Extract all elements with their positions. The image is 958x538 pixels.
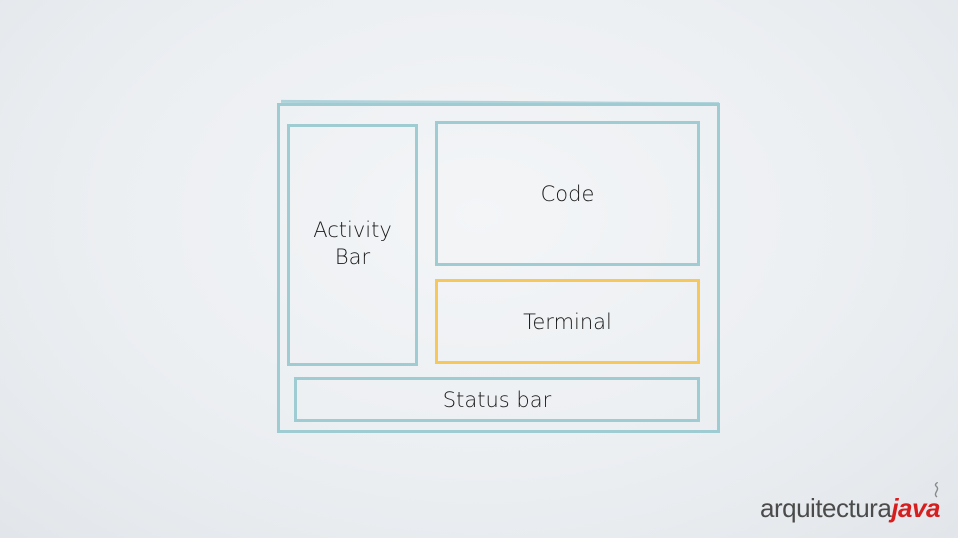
activity-bar-label-line1: Activity: [313, 218, 392, 242]
brand-logo-part2: java: [891, 493, 940, 523]
brand-logo: arquitecturajava: [760, 482, 955, 528]
window-frame: [277, 103, 720, 433]
activity-bar-label-line2: Bar: [334, 245, 371, 269]
activity-bar-label: Activity Bar: [287, 217, 418, 271]
terminal-label: Terminal: [523, 310, 612, 334]
status-bar-label: Status bar: [442, 388, 552, 412]
code-label: Code: [540, 182, 595, 206]
code-region: [435, 121, 700, 266]
coffee-steam-icon: [934, 482, 939, 498]
activity-bar-region: [287, 124, 418, 366]
status-bar-region: [294, 377, 700, 422]
brand-logo-part1: arquitectura: [760, 493, 892, 523]
terminal-region: [435, 279, 700, 364]
